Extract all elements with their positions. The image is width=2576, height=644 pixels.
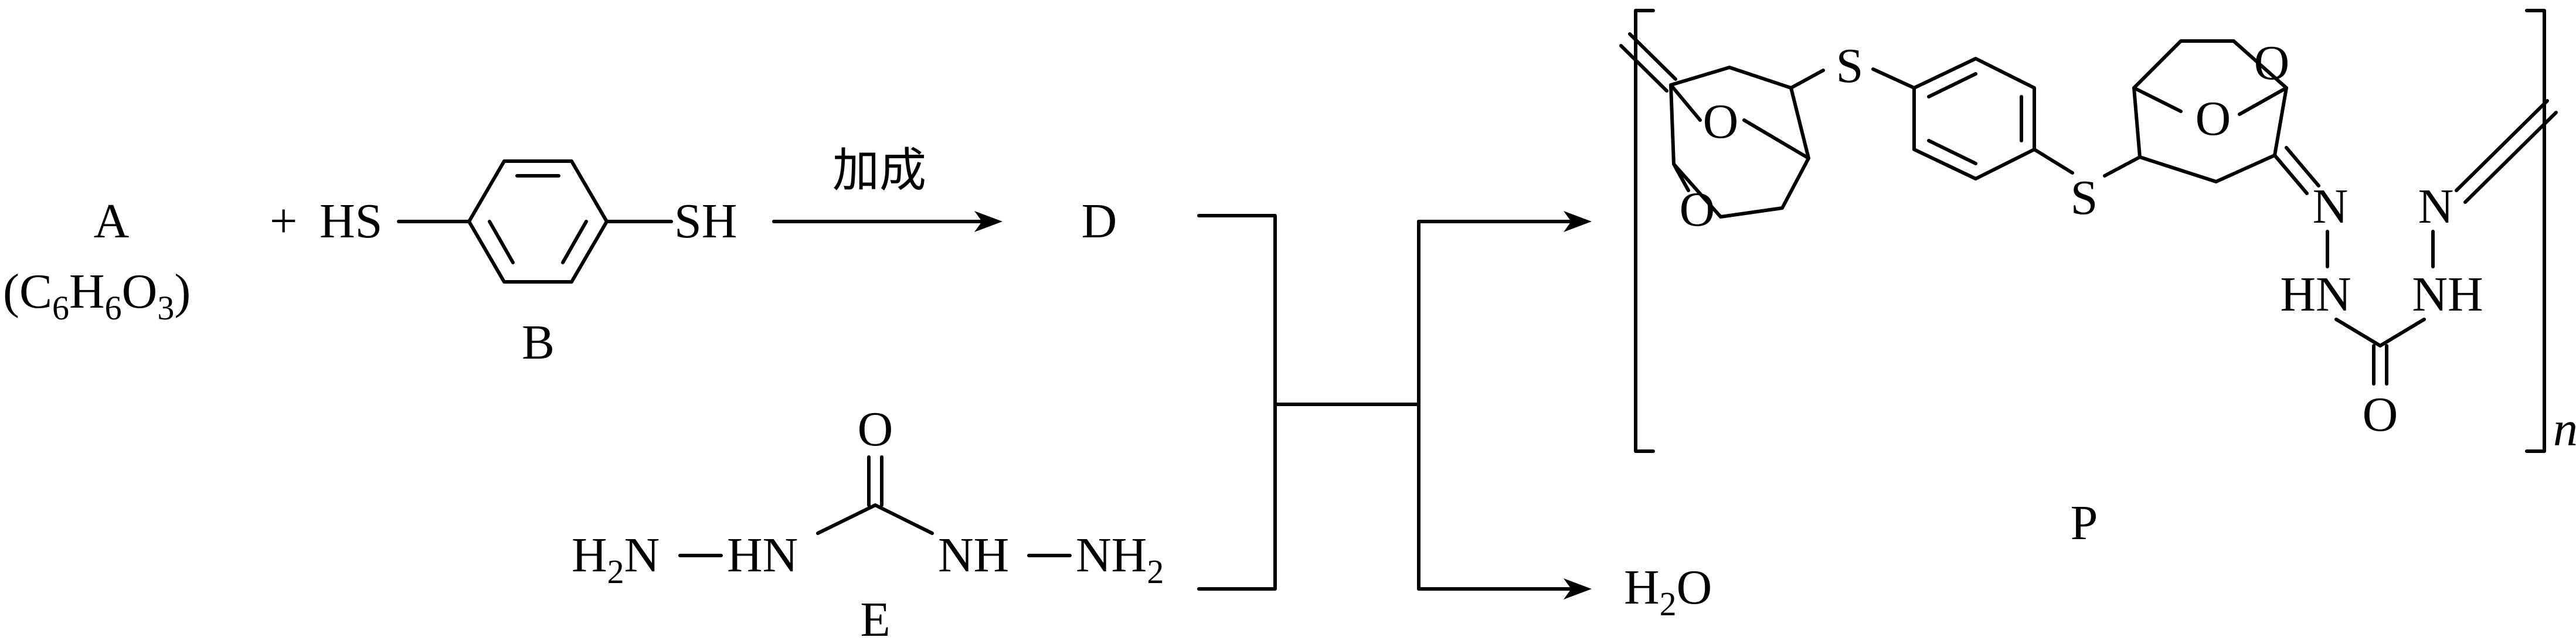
p-n-c-left xyxy=(2334,318,2382,347)
e-carbonyl-o: O xyxy=(858,402,893,456)
p-left-bridge-a xyxy=(1669,83,1702,122)
compound-e-label: E xyxy=(860,592,890,644)
reaction-condition: 加成 xyxy=(832,143,926,197)
p-right-ring-o: O xyxy=(2254,36,2290,90)
combine-bracket xyxy=(1197,214,1277,591)
e-bond-c-nright xyxy=(874,503,934,535)
compound-b: + HS SH B xyxy=(270,159,737,370)
combine-lines xyxy=(1197,211,1592,599)
e-left-nh2: H2N xyxy=(572,528,660,591)
p-left-double-1 xyxy=(1628,32,1677,81)
compound-a-label: A xyxy=(94,194,130,248)
p-right-bridge-o: O xyxy=(2196,91,2231,146)
p-phenylene-ring xyxy=(1912,57,2036,180)
p-s-ring-bond-top xyxy=(1871,67,1916,90)
compound-e: O H2N HN NH NH2 E xyxy=(572,402,1164,644)
p-left-bicycle-outer xyxy=(1669,66,1810,219)
e-right-nh: NH xyxy=(938,528,1009,582)
compound-a: A (C6H6O3) xyxy=(3,194,191,327)
p-right-bridge-b xyxy=(2238,86,2288,116)
p-cn-double-2 xyxy=(2285,146,2320,188)
p-hn-left: HN xyxy=(2280,267,2351,322)
arrow-head xyxy=(974,211,1002,232)
p-ring-s-bond-bottom xyxy=(2033,148,2074,175)
compound-d-label: D xyxy=(1082,194,1117,248)
p-n-right: N xyxy=(2418,179,2454,234)
p-left-ring-bond xyxy=(1672,162,1690,192)
p-repeat-n: n xyxy=(2553,402,2576,456)
p-right-bridge-a xyxy=(2132,86,2183,113)
p-urea-o: O xyxy=(2363,387,2398,442)
p-left-bracket xyxy=(1634,9,1655,453)
p-left-ring-o: O xyxy=(1680,182,1715,237)
e-bond-c-nleft xyxy=(816,503,877,535)
p-right-double-1 xyxy=(2455,99,2549,192)
arrow-to-p-head xyxy=(1564,211,1592,232)
p-right-bracket xyxy=(2525,9,2546,453)
p-cn-double-1 xyxy=(2273,154,2309,195)
product-p-label: P xyxy=(2071,496,2098,550)
p-phenylene-double-3 xyxy=(1927,139,1977,165)
b-ring-double-3 xyxy=(488,220,515,264)
p-c-n-right xyxy=(2378,318,2426,347)
p-n-left: N xyxy=(2313,179,2349,234)
addition-arrow: 加成 xyxy=(772,143,1002,232)
p-phenylene-double-1 xyxy=(1927,72,1977,98)
p-right-bicycle-outer xyxy=(2132,39,2288,183)
plus-sign: + xyxy=(270,194,297,248)
p-left-bridge-o: O xyxy=(1703,94,1739,149)
p-left-double-2 xyxy=(1619,44,1668,93)
e-left-hn: HN xyxy=(727,528,798,582)
arrow-to-h2o-head xyxy=(1564,578,1592,599)
b-ring-double-2 xyxy=(561,220,588,264)
p-s-top: S xyxy=(1836,39,1864,93)
product-p: n O O S S O O N HN xyxy=(1619,9,2576,550)
b-sh-group: SH xyxy=(674,194,737,248)
byproduct-water: H2O xyxy=(1624,560,1712,623)
compound-a-formula: (C6H6O3) xyxy=(3,264,191,327)
p-c-s-bottom-bond xyxy=(2103,155,2142,178)
compound-b-label: B xyxy=(522,315,555,370)
p-s-bottom: S xyxy=(2071,171,2098,225)
p-right-double-2 xyxy=(2463,111,2558,204)
p-c-s-top-bond xyxy=(1789,69,1825,90)
p-left-bridge-b xyxy=(1742,118,1810,160)
p-nh-right: NH xyxy=(2412,267,2483,322)
b-hs-group: HS xyxy=(320,194,382,248)
e-right-nh2: NH2 xyxy=(1076,528,1164,591)
